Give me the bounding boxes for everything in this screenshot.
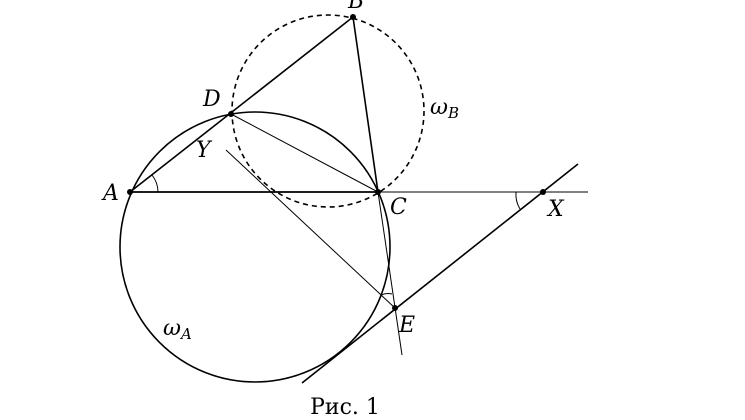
figure-caption: Рис. 1 [310,395,380,420]
label-omega-b: ωB [430,95,459,122]
label-y: Y [196,138,213,163]
label-omega-a: ωA [163,316,192,343]
point-x [540,189,546,195]
circle-omega-b [231,14,425,208]
line-tangent-e-x [301,163,579,384]
line-y-e [225,149,396,309]
segment-a-b [129,16,354,193]
point-e [392,305,398,311]
label-d: D [202,87,221,112]
line-c-e [377,191,403,356]
angle-mark-e [380,293,393,296]
point-d [228,111,234,117]
label-a: A [101,181,119,206]
angle-mark-x [515,191,521,210]
label-b: B [347,0,364,14]
label-e: E [398,313,415,338]
segment-b-c [352,16,379,193]
circle-omega-a [119,111,391,383]
label-x: X [546,197,565,222]
label-c: C [390,195,407,220]
angle-mark-a [151,174,159,193]
segment-d-c [230,113,379,193]
point-b [350,14,356,20]
point-a [127,189,133,195]
point-c [375,189,381,195]
